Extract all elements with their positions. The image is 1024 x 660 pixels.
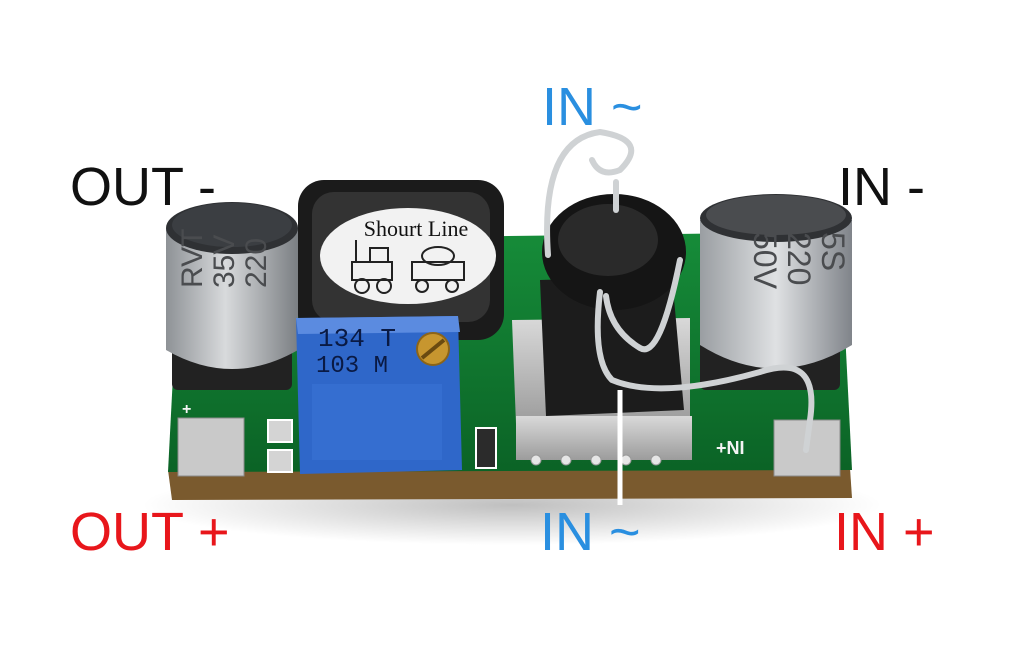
pcb-in-plus-silkscreen: +NI — [716, 438, 745, 458]
in-minus-label: IN - — [838, 157, 925, 217]
pad — [267, 449, 293, 473]
out-plus-pad — [177, 417, 245, 477]
in-plus-label: IN + — [834, 502, 935, 562]
logo-text: Shourt Line — [364, 216, 469, 241]
right-cap-marking: 220 — [781, 232, 817, 285]
pcb-edge — [168, 468, 852, 500]
left-cap-marking: RVT — [176, 229, 209, 288]
right-capacitor: 5S 220 50V — [700, 194, 852, 390]
pad — [475, 427, 497, 469]
in-ac-bottom-label: IN ~ — [540, 502, 641, 562]
in-ac-top-label: IN ~ — [542, 77, 643, 137]
out-minus-label: OUT - — [70, 157, 216, 217]
trimmer-marking: 134 T — [318, 324, 396, 354]
inductor: Shourt Line — [298, 180, 504, 340]
right-cap-marking: 5S — [815, 232, 851, 271]
trimmer-marking: 103 M — [316, 353, 388, 380]
left-capacitor: 220 35V RVT — [166, 202, 298, 390]
pcb-out-plus-silkscreen: + — [182, 401, 191, 418]
left-cap-marking: 35V — [208, 235, 241, 288]
trimmer-potentiometer: 134 T 103 M — [296, 316, 462, 474]
locomotive-icon — [351, 240, 465, 294]
out-plus-label: OUT + — [70, 502, 230, 562]
pad — [267, 419, 293, 443]
bridge-rectifier — [542, 194, 686, 310]
left-cap-marking: 220 — [240, 238, 273, 288]
wire-leads — [544, 128, 815, 453]
regulator-ic — [512, 276, 692, 466]
right-cap-marking: 50V — [747, 232, 783, 290]
